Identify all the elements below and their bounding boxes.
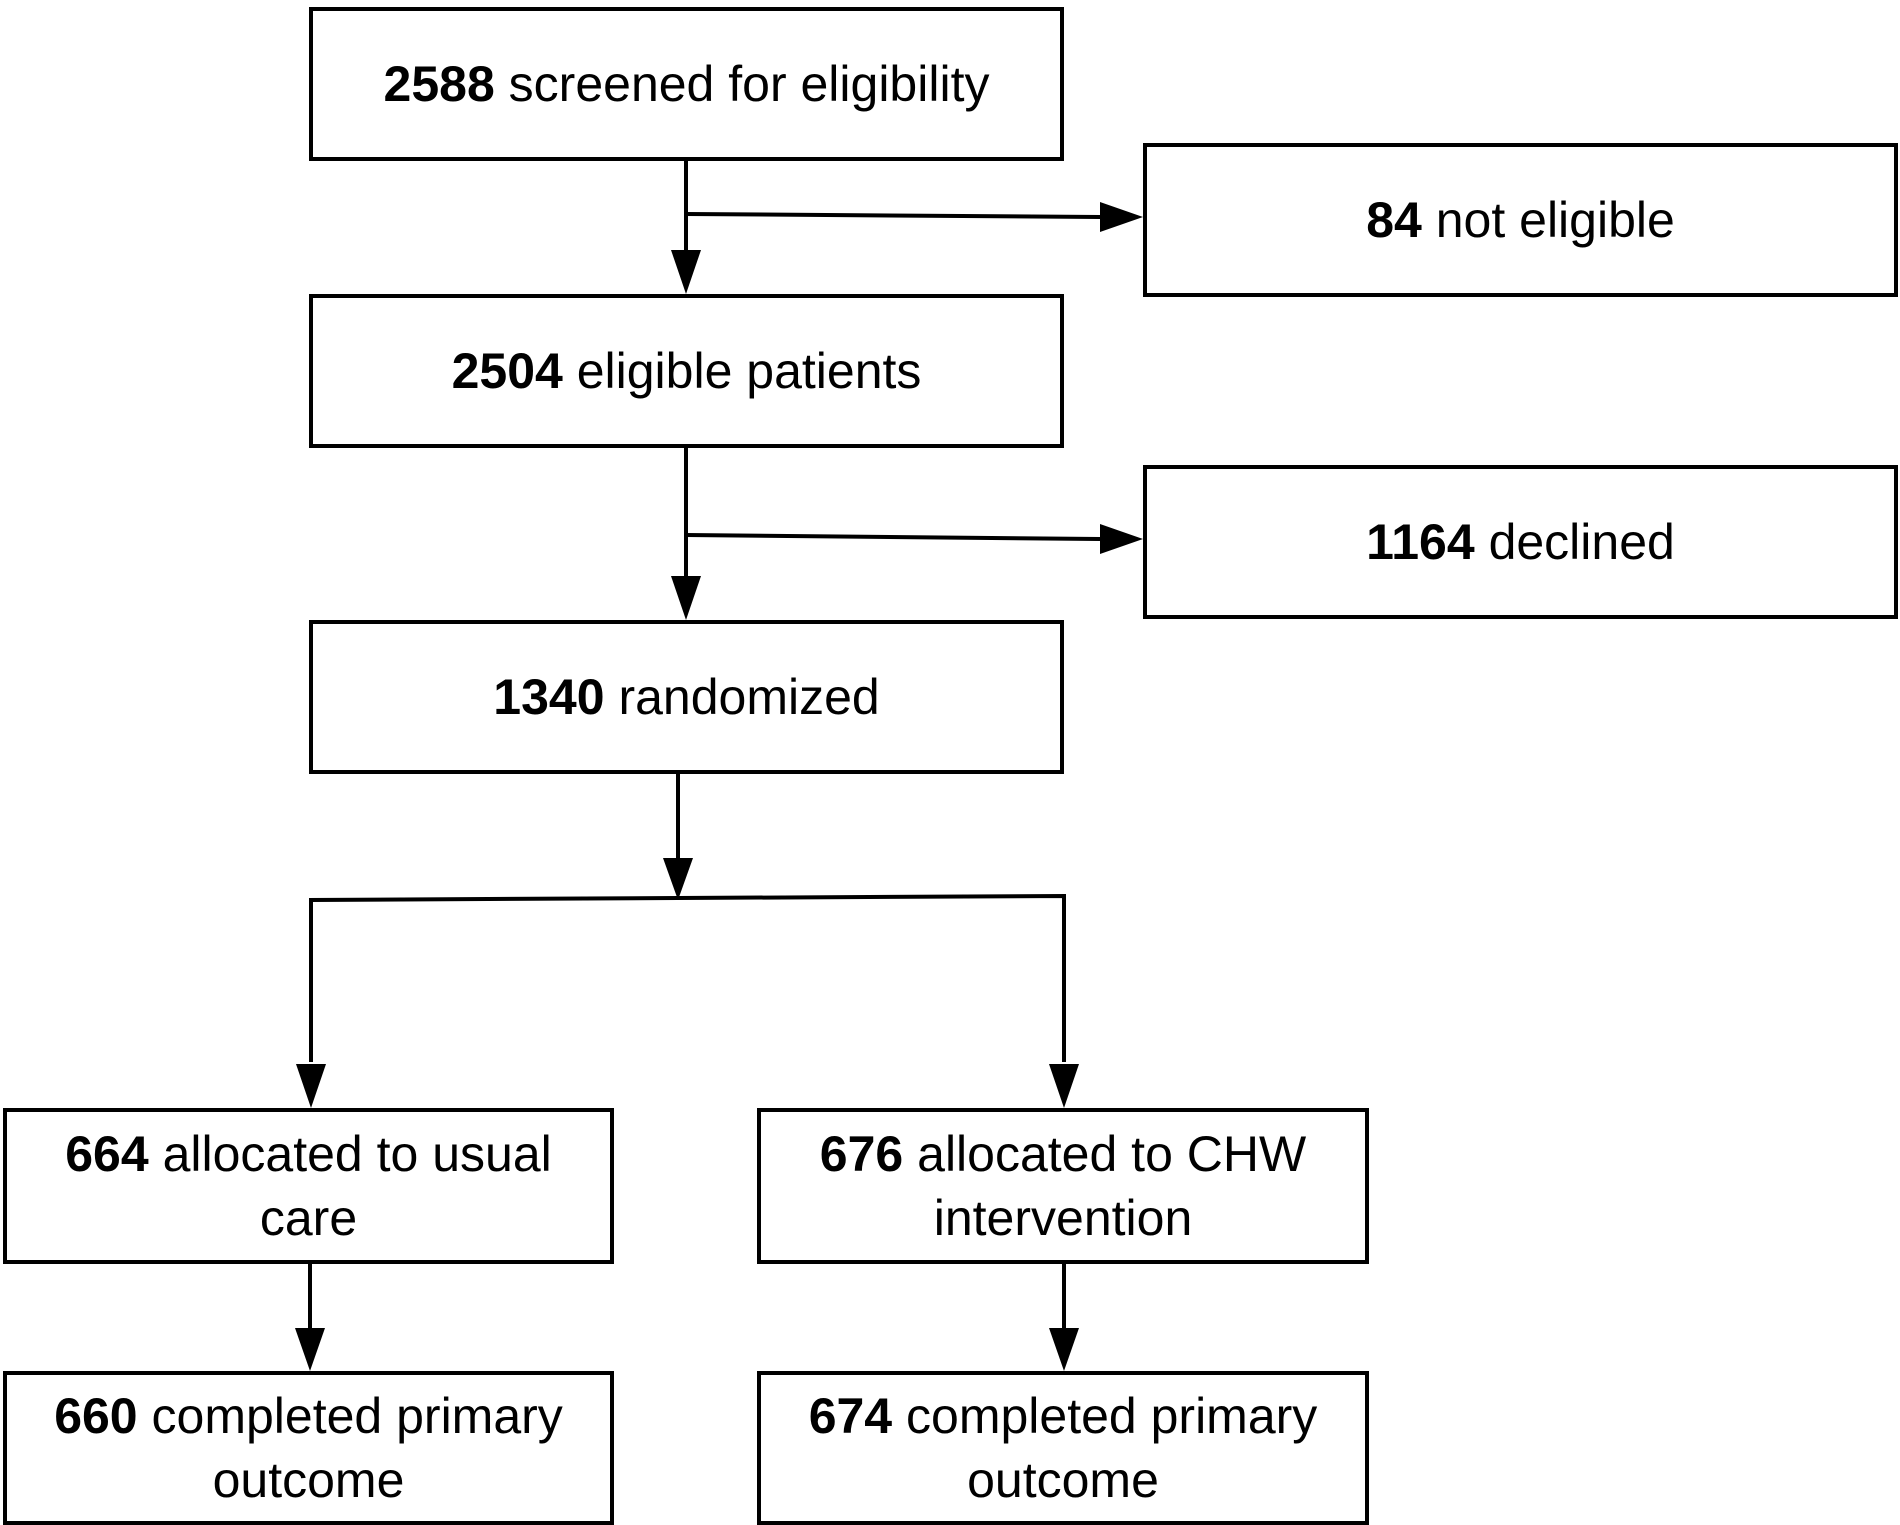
node-count: 2588 bbox=[383, 56, 495, 112]
node-label: completed primary outcome bbox=[906, 1388, 1318, 1508]
node-not-eligible: 84 not eligible bbox=[1143, 143, 1898, 297]
arrowhead-eligible bbox=[671, 250, 701, 294]
node-label: allocated to usual care bbox=[162, 1126, 552, 1246]
node-label: allocated to CHW intervention bbox=[917, 1126, 1307, 1246]
node-count: 1164 bbox=[1366, 514, 1475, 570]
arrowhead-declined bbox=[1100, 524, 1143, 554]
node-usual-care: 664 allocated to usual care bbox=[3, 1108, 614, 1264]
arrowhead-split bbox=[663, 858, 693, 900]
node-count: 2504 bbox=[451, 343, 563, 399]
node-label: declined bbox=[1488, 514, 1675, 570]
node-count: 84 bbox=[1366, 192, 1422, 248]
edge-split-bar bbox=[309, 893, 1066, 1062]
node-label: randomized bbox=[618, 669, 880, 725]
node-count: 676 bbox=[819, 1126, 904, 1182]
node-count: 660 bbox=[54, 1388, 138, 1444]
arrowhead-completed-usual bbox=[295, 1328, 325, 1371]
node-count: 674 bbox=[808, 1388, 893, 1444]
arrowhead-randomized bbox=[671, 576, 701, 620]
node-completed-usual: 660 completed primary outcome bbox=[3, 1371, 614, 1525]
arrowhead-completed-chw bbox=[1049, 1328, 1079, 1371]
node-screened: 2588 screened for eligibility bbox=[309, 7, 1064, 161]
arrowhead-noteligible bbox=[1100, 202, 1143, 232]
node-label: not eligible bbox=[1435, 192, 1675, 248]
arrowhead-usual bbox=[296, 1064, 326, 1108]
node-chw-intervention: 676 allocated to CHW intervention bbox=[757, 1108, 1369, 1264]
node-label: screened for eligibility bbox=[508, 56, 990, 112]
node-eligible: 2504 eligible patients bbox=[309, 294, 1064, 448]
node-declined: 1164 declined bbox=[1143, 465, 1898, 619]
node-count: 1340 bbox=[493, 669, 605, 725]
node-label: eligible patients bbox=[576, 343, 922, 399]
node-count: 664 bbox=[65, 1126, 149, 1182]
arrowhead-chw bbox=[1049, 1064, 1079, 1108]
edge-eligible-declined bbox=[685, 533, 1101, 541]
edge-screened-noteligible bbox=[685, 212, 1101, 219]
node-completed-chw: 674 completed primary outcome bbox=[757, 1371, 1369, 1525]
node-randomized: 1340 randomized bbox=[309, 620, 1064, 774]
node-label: completed primary outcome bbox=[151, 1388, 563, 1508]
